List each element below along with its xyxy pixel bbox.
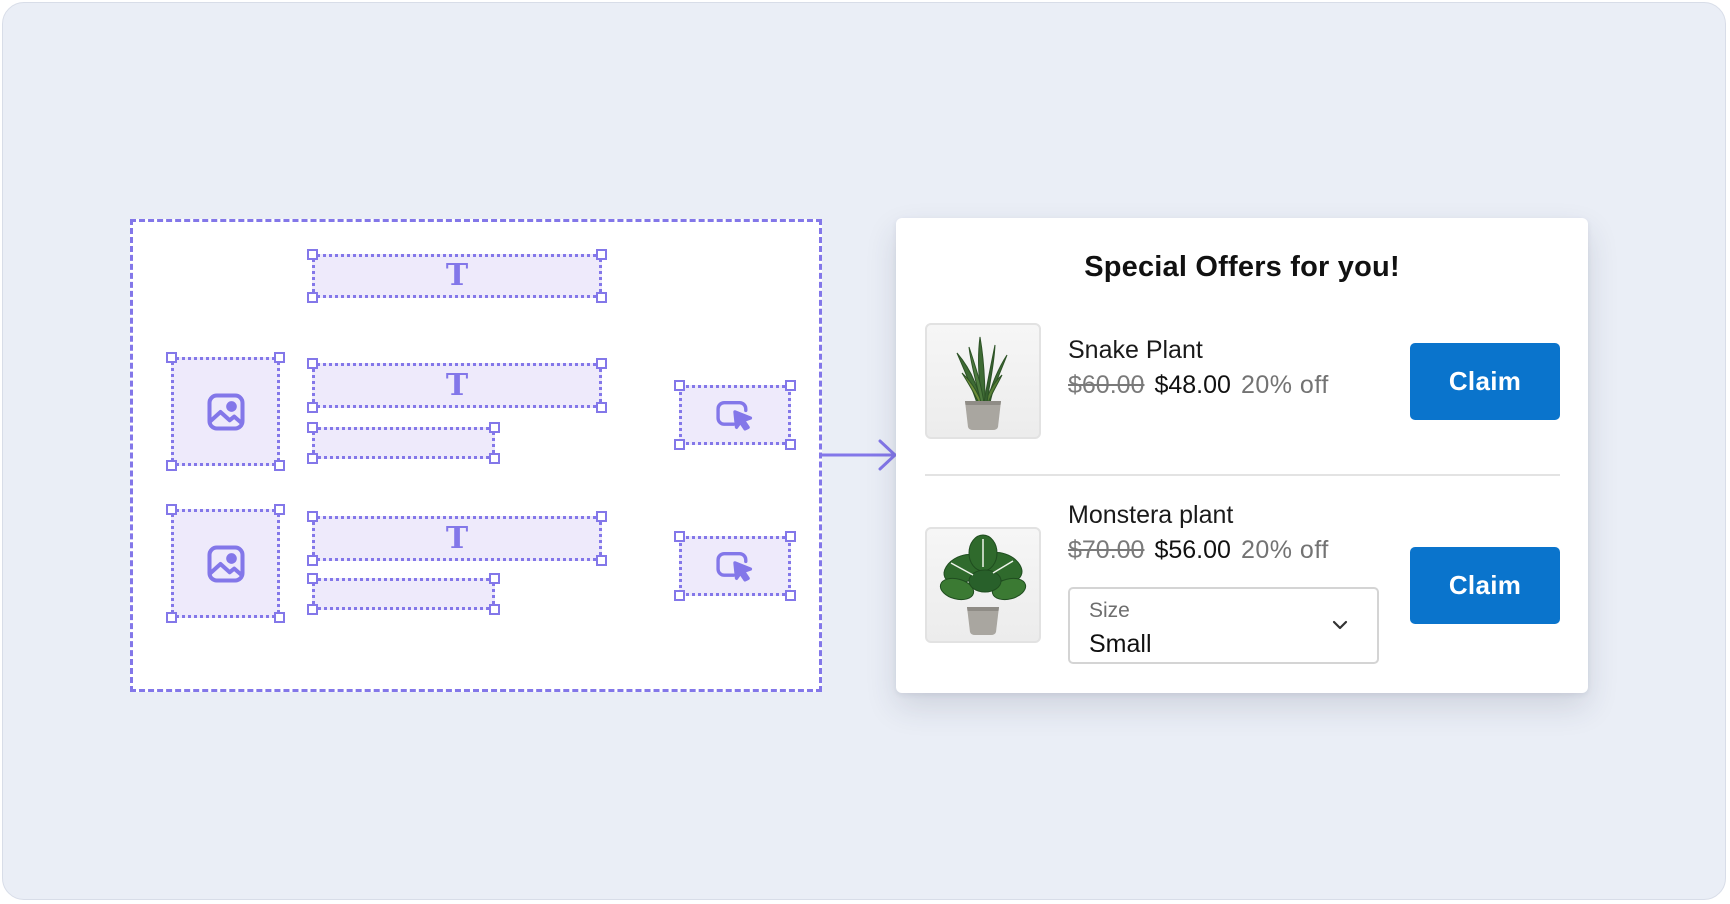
old-price: $70.00 xyxy=(1068,536,1145,564)
text-icon: T xyxy=(445,367,469,403)
wireframe-price-placeholder xyxy=(307,422,500,464)
cursor-click-icon xyxy=(716,552,753,582)
claim-button[interactable]: Claim xyxy=(1410,343,1560,420)
wireframe-image-placeholder xyxy=(166,504,285,623)
size-select-value: Small xyxy=(1089,630,1152,658)
wireframe-title-placeholder: T xyxy=(307,249,607,303)
card-title: Special Offers for you! xyxy=(1084,251,1400,283)
wireframe-price-placeholder xyxy=(307,573,500,615)
product-image xyxy=(925,527,1041,643)
discount-label: 20% off xyxy=(1240,536,1329,564)
arrow-right-icon xyxy=(819,439,897,471)
image-icon xyxy=(206,544,245,583)
divider xyxy=(925,474,1560,476)
wireframe-frame: T T xyxy=(130,219,822,692)
size-select-label: Size xyxy=(1089,599,1130,622)
text-icon: T xyxy=(445,258,469,293)
text-icon: T xyxy=(445,520,469,556)
price-line: $70.00 $56.00 20% off xyxy=(1068,536,1329,565)
wireframe-name-placeholder: T xyxy=(307,511,607,566)
image-icon xyxy=(206,392,245,431)
cursor-click-icon xyxy=(716,401,753,431)
chevron-down-icon xyxy=(1332,620,1348,630)
new-price: $48.00 xyxy=(1154,371,1231,399)
claim-button[interactable]: Claim xyxy=(1410,547,1560,624)
product-name: Snake Plant xyxy=(1068,336,1203,364)
discount-label: 20% off xyxy=(1240,371,1329,399)
snake-plant-image xyxy=(956,336,1008,430)
monstera-plant-image xyxy=(939,534,1027,635)
new-price: $56.00 xyxy=(1154,536,1231,564)
price-line: $60.00 $48.00 20% off xyxy=(1068,371,1329,400)
wireframe-image-placeholder xyxy=(166,352,285,471)
size-select[interactable]: Size Small xyxy=(1068,587,1379,664)
wireframe-name-placeholder: T xyxy=(307,358,607,413)
product-image xyxy=(925,323,1041,439)
wireframe-button-placeholder xyxy=(674,380,796,450)
product-name: Monstera plant xyxy=(1068,501,1234,529)
old-price: $60.00 xyxy=(1068,371,1145,399)
wireframe-button-placeholder xyxy=(674,531,796,601)
offer-card: Special Offers for you! Snake Plant $60.… xyxy=(896,218,1588,693)
